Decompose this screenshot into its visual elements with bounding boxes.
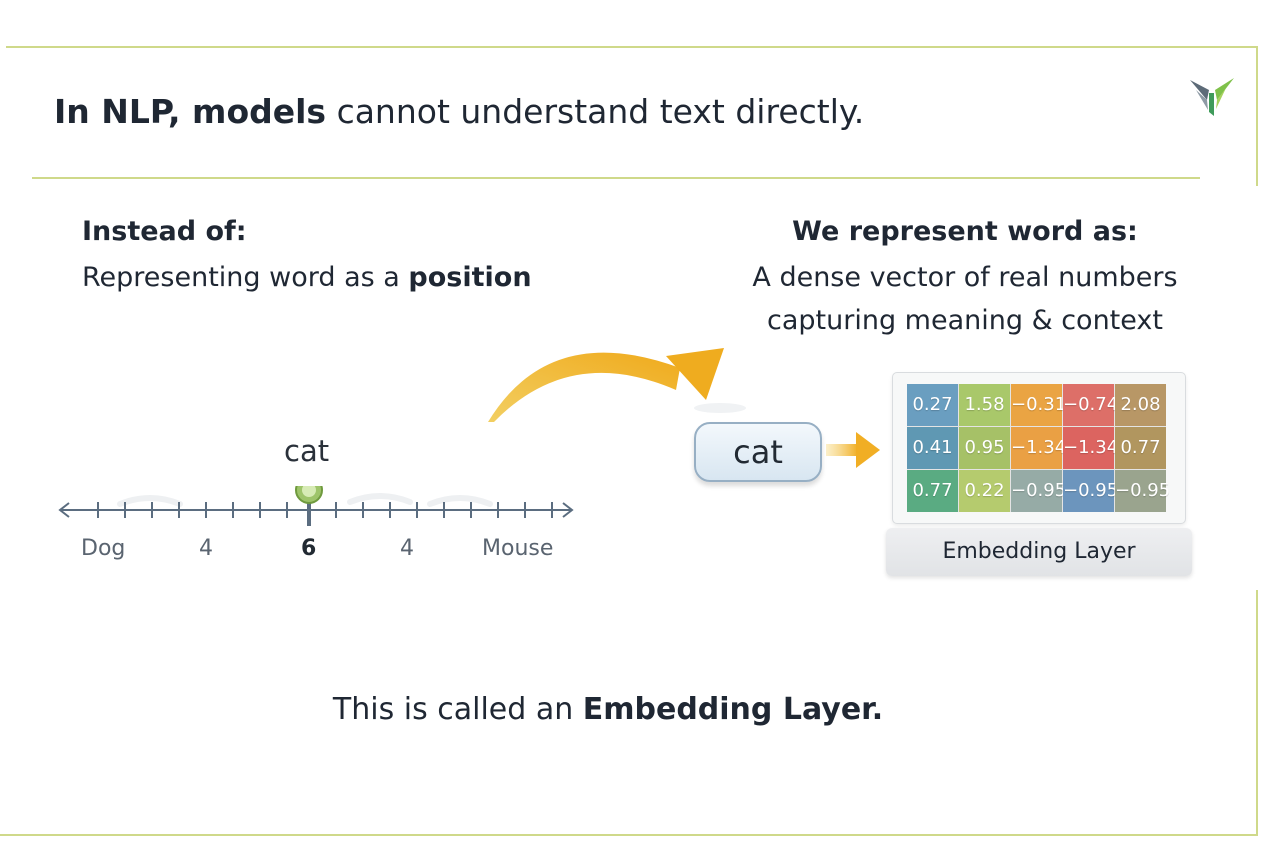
- matrix-cell: −0.31: [1011, 384, 1066, 426]
- matrix-cell: 0.41: [907, 427, 958, 469]
- matrix-cell: −0.95: [1115, 470, 1170, 512]
- frame-right-border-lower: [1256, 590, 1258, 836]
- slide-title: In NLP, models cannot understand text di…: [54, 92, 864, 131]
- matrix-cell: 0.95: [959, 427, 1010, 469]
- matrix-cell: 1.58: [959, 384, 1010, 426]
- frame-bottom-border: [0, 834, 1258, 836]
- matrix-cell: −0.95: [1011, 470, 1066, 512]
- tick-label-6: 6: [301, 536, 317, 561]
- footer-bold: Embedding Layer.: [582, 692, 884, 727]
- title-rest: cannot understand text directly.: [326, 92, 865, 131]
- left-subtitle: Representing word as a position: [82, 262, 532, 293]
- footer-statement: This is called an Embedding Layer.: [0, 692, 1216, 727]
- footer-text: This is called an: [332, 692, 583, 727]
- right-arrow-icon: [826, 432, 880, 468]
- word-token-box: cat: [694, 422, 822, 482]
- matrix-cell: −0.95: [1063, 470, 1118, 512]
- left-heading: Instead of:: [82, 216, 247, 247]
- tick-label-mouse: Mouse: [482, 536, 554, 561]
- tick-label-4-right: 4: [400, 536, 414, 561]
- matrix-cell: −0.74: [1063, 384, 1118, 426]
- number-line: [58, 486, 574, 526]
- matrix-cell: 0.77: [907, 470, 958, 512]
- marker-label: cat: [284, 434, 330, 468]
- tick-label-dog: Dog: [81, 536, 126, 561]
- matrix-cell: 0.27: [907, 384, 958, 426]
- left-subtitle-bold: position: [408, 262, 532, 293]
- frame-top-border: [6, 46, 1258, 48]
- right-description-line-1: A dense vector of real numbers: [752, 262, 1178, 293]
- logo-mark-icon: [1190, 78, 1234, 116]
- matrix-cell: −1.34: [1063, 427, 1118, 469]
- embedding-layer-label: Embedding Layer: [886, 528, 1192, 576]
- matrix-cell: 0.22: [959, 470, 1010, 512]
- left-subtitle-text: Representing word as a: [82, 262, 409, 293]
- matrix-cell: 0.77: [1115, 427, 1166, 469]
- title-bold: In NLP, models: [54, 92, 327, 131]
- right-heading: We represent word as:: [792, 216, 1138, 247]
- matrix-cell: 2.08: [1115, 384, 1166, 426]
- matrix-cell: −1.34: [1011, 427, 1066, 469]
- right-description-line-2: capturing meaning & context: [767, 305, 1163, 336]
- frame-right-border: [1256, 46, 1258, 186]
- title-divider: [32, 177, 1200, 179]
- tick-label-4-left: 4: [199, 536, 213, 561]
- curved-arrow-icon: [488, 348, 746, 422]
